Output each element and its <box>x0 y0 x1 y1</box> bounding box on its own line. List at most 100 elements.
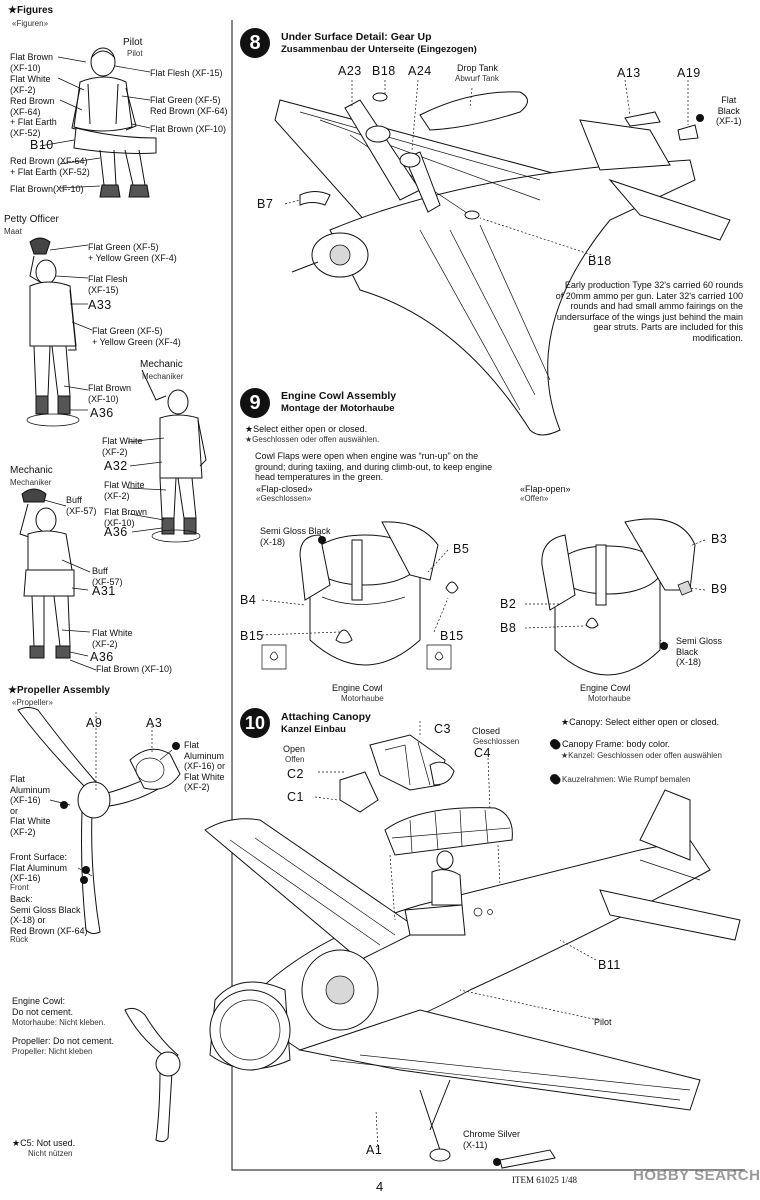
part-number: B2 <box>500 597 517 611</box>
closed-label: Closed <box>472 726 501 736</box>
item-number: ITEM 61025 1/48 <box>512 1175 577 1185</box>
pilot-label: Flat Flesh (XF-15) <box>150 68 223 78</box>
cowl-note: Engine Cowl: Do not cement. <box>12 996 74 1017</box>
flat-black-label: Flat Black (XF-1) <box>716 95 742 126</box>
part-number: A13 <box>617 66 641 80</box>
canopy-frame-text: Canopy Frame: body color. <box>562 739 671 749</box>
step-9-select: ★Select either open or closed. <box>245 424 368 434</box>
petty-officer-label: Flat Flesh (XF-15) <box>88 274 128 295</box>
petty-officer-label: Flat Green (XF-5) + Yellow Green (XF-4) <box>92 326 181 347</box>
mechanic2-name-de: Mechaniker <box>10 478 52 487</box>
petty-officer-label: Flat Green (XF-5) + Yellow Green (XF-4) <box>88 242 177 263</box>
petty-officer-label: Flat Brown (XF-10) <box>88 383 132 404</box>
part-number: A33 <box>88 298 112 312</box>
c5-note-de: Nicht nützen <box>28 1149 73 1158</box>
drop-tank-label-de: Abwurf Tank <box>455 74 499 83</box>
canopy-select-note: ★Canopy: Select either open or closed. <box>561 717 720 727</box>
paint-dot-icon <box>550 774 559 783</box>
pilot-label: Flat White (XF-2) <box>10 74 51 95</box>
pilot-label: Flat Brown (XF-10) <box>10 52 54 73</box>
propeller-title-de: «Propeller» <box>12 698 53 707</box>
part-number: B7 <box>257 197 274 211</box>
canopy-frame-de-text: Kauzelrahmen: Wie Rumpf bemalen <box>562 775 691 784</box>
step-10-number: 10 <box>240 708 270 738</box>
propeller-title: ★Propeller Assembly <box>8 685 110 696</box>
part-number: A31 <box>92 584 116 598</box>
c5-note: ★C5: Not used. <box>12 1138 76 1148</box>
part-number: C1 <box>287 790 304 804</box>
step-9-select-de: ★Geschlossen oder offen auswählen. <box>245 435 380 444</box>
part-number: B18 <box>588 254 612 268</box>
propeller-hub-color: Flat Aluminum (XF-16) or Flat White (XF-… <box>184 740 226 792</box>
flap-closed-label-de: «Geschlossen» <box>256 494 312 503</box>
step-9-note: Cowl Flaps were open when engine was “ru… <box>255 451 493 482</box>
part-number: B4 <box>240 593 257 607</box>
part-number: B8 <box>500 621 517 635</box>
canopy-frame-note: Canopy Frame: body color. <box>550 739 670 749</box>
watermark: HOBBY SEARCH <box>633 1167 760 1184</box>
part-number: A36 <box>90 650 114 664</box>
part-number: A23 <box>338 64 362 78</box>
pilot-label: Flat Green (XF-5) Red Brown (XF-64) <box>150 95 228 116</box>
part-number: B11 <box>598 958 621 972</box>
part-number: B15 <box>440 629 464 643</box>
part-number: B18 <box>372 64 396 78</box>
step-9-number: 9 <box>240 388 270 418</box>
part-number: B9 <box>711 582 728 596</box>
propeller-back-de: Rück <box>10 935 29 944</box>
pilot-label: Red Brown (XF-64) + Flat Earth (XF-52) <box>10 156 90 177</box>
paint-dot-icon <box>550 739 559 748</box>
flap-closed-label: «Flap-closed» <box>256 484 313 494</box>
engine-cowl-label: Engine Cowl <box>332 683 383 693</box>
mechanic2-label: Buff (XF-57) <box>66 495 97 516</box>
part-number: B10 <box>30 138 54 152</box>
drop-tank-label: Drop Tank <box>457 63 498 73</box>
step-9-title: Engine Cowl Assembly <box>281 390 397 402</box>
part-number: C4 <box>474 746 491 760</box>
canopy-frame-de-note: Kauzelrahmen: Wie Rumpf bemalen <box>550 774 691 785</box>
engine-cowl-label-de: Motorhaube <box>341 694 384 703</box>
engine-cowl-label-right: Engine Cowl <box>580 683 631 693</box>
semi-gloss-black-label: Semi Gloss Black (X-18) <box>260 526 331 547</box>
petty-officer-name: Petty Officer <box>4 214 59 225</box>
pilot-label: Flat Brown (XF-10) <box>150 124 227 134</box>
prop-note-de: Propeller: Nicht kleben <box>12 1047 93 1056</box>
canopy-select-de: ★Kanzel: Geschlossen oder offen auswähle… <box>561 751 722 760</box>
part-number: B3 <box>711 532 728 546</box>
pilot-label-step10: Pilot <box>594 1017 612 1027</box>
chrome-silver-label: Chrome Silver (X-11) <box>463 1129 521 1150</box>
propeller-front-de: Front <box>10 883 29 892</box>
open-label-de: Offen <box>285 755 305 764</box>
mechanic2-label: Flat White (XF-2) <box>92 628 133 649</box>
open-label: Open <box>283 744 306 754</box>
figures-title: ★Figures <box>8 5 54 16</box>
part-number: A19 <box>677 66 701 80</box>
part-number: A36 <box>90 406 114 420</box>
semi-gloss-black-label-right: Semi Gloss Black (X-18) <box>676 636 723 667</box>
step-8-number: 8 <box>240 28 270 58</box>
propeller-front-color: Front Surface: Flat Aluminum (XF-16) <box>10 852 68 883</box>
mechanic2-label: Buff (XF-57) <box>92 566 123 587</box>
mechanic-label: Flat Brown (XF-10) <box>104 507 148 528</box>
part-number: A24 <box>408 64 432 78</box>
cowl-note-de: Motorhaube: Nicht kleben. <box>12 1018 106 1027</box>
mechanic-name-de: Mechaniker <box>142 372 184 381</box>
part-number: B15 <box>240 629 264 643</box>
part-number: A9 <box>86 716 103 730</box>
flap-open-label-de: «Offen» <box>520 494 549 503</box>
propeller-back-color: Back: Semi Gloss Black (X-18) or Red Bro… <box>10 894 88 936</box>
pilot-label: Red Brown (XF-64) + Flat Earth (XF-52) <box>10 96 57 138</box>
step-8-title-de: Zusammenbau der Unterseite (Eingezogen) <box>281 44 477 55</box>
part-number: A36 <box>104 525 128 539</box>
step-10-title: Attaching Canopy <box>281 711 371 723</box>
pilot-label: Flat Brown(XF-10) <box>10 184 84 194</box>
propeller-blade-color: Flat Aluminum (XF-16) or Flat White (XF-… <box>10 774 51 837</box>
